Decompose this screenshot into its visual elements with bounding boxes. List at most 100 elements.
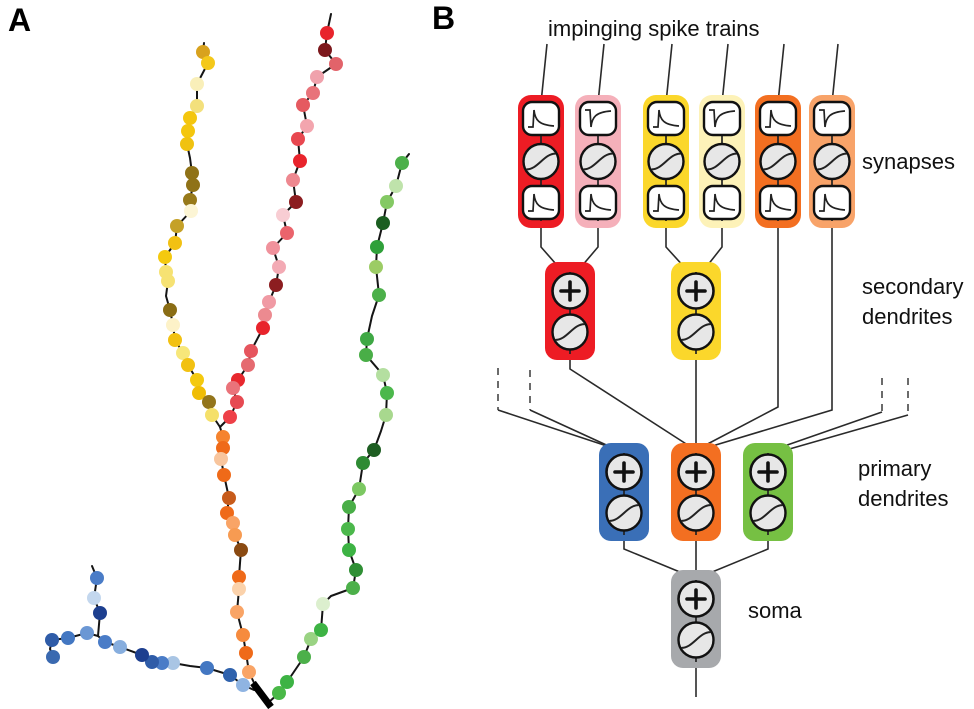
apical-tuft-yellow-synapse-dot [168, 236, 182, 250]
basal-green-synapse-dot [346, 581, 360, 595]
ipsp-kernel-box [702, 100, 742, 137]
epsp-kernel-icon [765, 193, 792, 212]
connection-line [597, 43, 605, 104]
sigmoid-icon [681, 323, 711, 341]
epsp-kernel-box [521, 184, 561, 221]
apical-tuft-yellow-synapse-dot [190, 373, 204, 387]
basal-blue-main-synapse-dot [166, 656, 180, 670]
connection-line [777, 43, 785, 104]
apical-tuft-red-synapse-dot [320, 26, 334, 40]
soma [671, 570, 721, 668]
epsp-kernel-icon [653, 109, 680, 128]
basal-blue-main-synapse-dot [98, 635, 112, 649]
apical-trunk-orange-synapse-dot [230, 605, 244, 619]
basal-green-synapse-dot [341, 522, 355, 536]
epsp-kernel-icon [528, 109, 555, 128]
apical-trunk-orange-synapse-dot [239, 646, 253, 660]
basal-green-synapse-dot [372, 288, 386, 302]
apical-tuft-red-synapse-dot [296, 98, 310, 112]
basal-blue-main-synapse-dot [200, 661, 214, 675]
sigmoid-icon [681, 504, 711, 522]
apical-tuft-red-synapse-dot [258, 308, 272, 322]
primary-dendrites-label-line2: dendrites [858, 486, 949, 511]
epsp-kernel-icon [585, 193, 612, 212]
connection-line [769, 411, 883, 452]
sigmoid-icon [526, 152, 556, 171]
epsp-kernel-box [758, 100, 798, 137]
apical-tuft-yellow-synapse-dot [184, 204, 198, 218]
branch-apical-tuft-yellow [158, 42, 221, 428]
apical-tuft-red-synapse-dot [306, 86, 320, 100]
ipsp-kernel-icon [585, 109, 612, 128]
apical-tuft-yellow-synapse-dot [205, 408, 219, 422]
synapse-pink [575, 95, 621, 228]
epsp-kernel-box [702, 184, 742, 221]
primary-dendrite-orange [671, 443, 721, 541]
connection-line [721, 43, 729, 104]
apical-tuft-red-synapse-dot [262, 295, 276, 309]
apical-tuft-red-synapse-dot [310, 70, 324, 84]
panel-a-morphology [45, 13, 410, 709]
synapse-pale-yellow [699, 95, 745, 228]
panel-a-letter: A [8, 2, 32, 38]
synapse-light-orange [809, 95, 855, 228]
apical-tuft-yellow-synapse-dot [161, 274, 175, 288]
sigmoid-icon [583, 152, 613, 171]
apical-tuft-red-synapse-dot [226, 381, 240, 395]
basal-blue-main-synapse-dot [45, 633, 59, 647]
apical-tuft-red-synapse-dot [291, 132, 305, 146]
basal-blue-main-synapse-dot [61, 631, 75, 645]
apical-tuft-red-synapse-dot [276, 208, 290, 222]
impinging-spike-trains-label: impinging spike trains [548, 16, 760, 41]
connection-line [665, 43, 673, 104]
sigmoid-icon [555, 323, 585, 341]
basal-blue-main-synapse-dot [135, 648, 149, 662]
apical-tuft-red-synapse-dot [280, 226, 294, 240]
apical-trunk-orange-synapse-dot [216, 441, 230, 455]
apical-tuft-yellow-synapse-dot [192, 386, 206, 400]
apical-tuft-red-synapse-dot [272, 260, 286, 274]
apical-tuft-yellow-synapse-dot [185, 166, 199, 180]
sigmoid-icon [763, 152, 793, 171]
ipsp-kernel-box [578, 100, 618, 137]
connection-line [540, 43, 548, 104]
epsp-kernel-box [521, 100, 561, 137]
primary-dendrite-blue [599, 443, 649, 541]
basal-green-synapse-dot [314, 623, 328, 637]
apical-trunk-orange-synapse-dot [228, 528, 242, 542]
basal-green-synapse-dot [395, 156, 409, 170]
epsp-kernel-box [646, 184, 686, 221]
basal-green-synapse-dot [356, 456, 370, 470]
apical-tuft-yellow-synapse-dot [158, 250, 172, 264]
basal-blue-stub-synapse-dot [87, 591, 101, 605]
apical-trunk-orange-synapse-dot [222, 491, 236, 505]
ipsp-kernel-icon [819, 109, 846, 128]
connection-line [699, 540, 769, 578]
epsp-kernel-icon [819, 193, 846, 212]
apical-tuft-red-synapse-dot [286, 173, 300, 187]
apical-tuft-yellow-synapse-dot [168, 333, 182, 347]
apical-trunk-orange-synapse-dot [242, 665, 256, 679]
basal-green-synapse-dot [367, 443, 381, 457]
basal-green-synapse-dot [379, 408, 393, 422]
apical-tuft-red-synapse-dot [244, 344, 258, 358]
apical-tuft-red-synapse-dot [223, 410, 237, 424]
epsp-kernel-box [578, 184, 618, 221]
basal-green-synapse-dot [352, 482, 366, 496]
basal-green-synapse-dot [359, 348, 373, 362]
epsp-kernel-icon [653, 193, 680, 212]
apical-tuft-yellow-synapse-dot [186, 178, 200, 192]
primary-dendrite-green [743, 443, 793, 541]
basal-green-synapse-dot [342, 543, 356, 557]
apical-tuft-yellow-synapse-dot [181, 124, 195, 138]
apical-tuft-red-synapse-dot [318, 43, 332, 57]
apical-tuft-red-synapse-dot [241, 358, 255, 372]
connection-line [623, 540, 693, 578]
sigmoid-icon [707, 152, 737, 171]
epsp-kernel-icon [765, 109, 792, 128]
branch-apical-trunk-orange [214, 426, 256, 686]
apical-tuft-yellow-synapse-dot [190, 77, 204, 91]
epsp-kernel-box [646, 100, 686, 137]
